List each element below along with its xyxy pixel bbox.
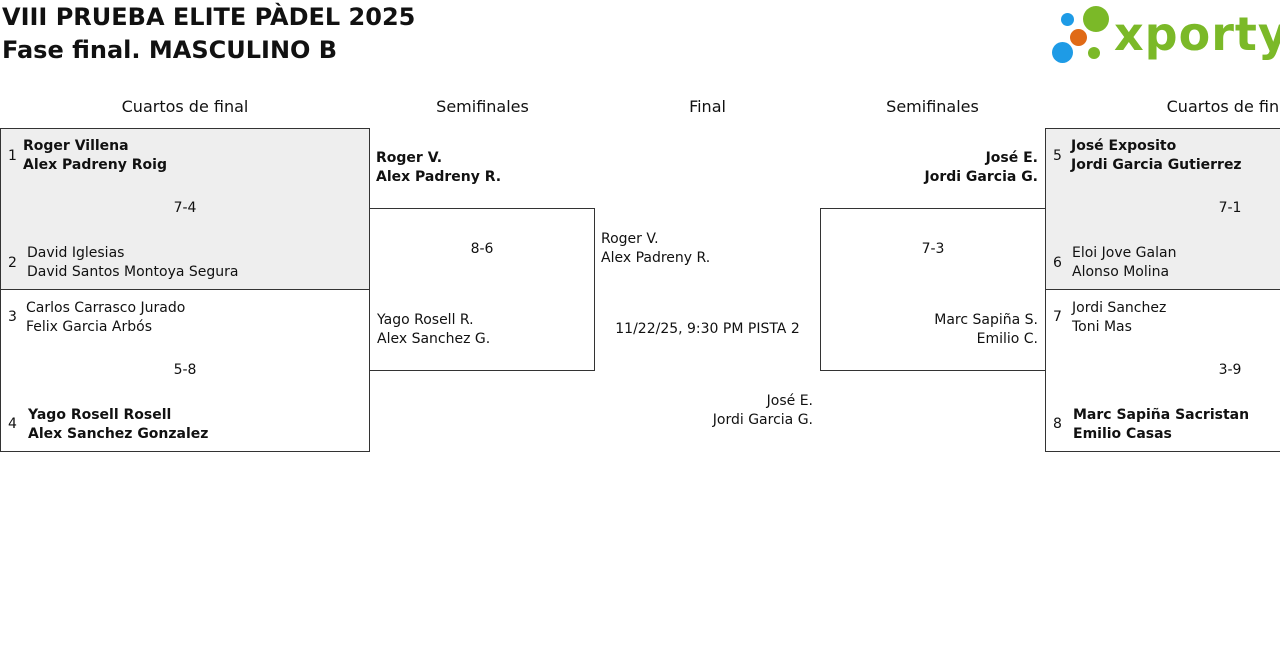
logo-dot-icon xyxy=(1070,29,1087,46)
logo-dot-icon xyxy=(1083,6,1109,32)
player-name: David Iglesias xyxy=(27,245,125,261)
seed-number: 2 xyxy=(8,255,17,271)
player-name: Yago Rosell R. xyxy=(377,312,474,328)
seed-number: 1 xyxy=(8,148,17,164)
player-name: Yago Rosell Rosell xyxy=(28,407,172,423)
player-name: Jordi Sanchez xyxy=(1072,300,1167,316)
player-name: Alex Padreny R. xyxy=(376,169,502,185)
player-name: Emilio C. xyxy=(976,331,1038,347)
match-score: 3-9 xyxy=(1218,362,1242,378)
seed-number: 7 xyxy=(1053,309,1062,325)
logo-wordmark: xporty xyxy=(1114,7,1280,61)
player-name: Jordi Garcia Gutierrez xyxy=(1071,157,1242,173)
player-name: Jordi Garcia G. xyxy=(712,412,813,428)
final-schedule: 11/22/25, 9:30 PM PISTA 2 xyxy=(615,321,800,337)
match-score: 7-4 xyxy=(173,200,197,216)
xporty-logo[interactable]: xporty xyxy=(1052,4,1280,66)
match-qf-4[interactable]: 7 Jordi Sanchez Toni Mas 3-9 8 Marc Sapi… xyxy=(1045,289,1280,452)
match-sf-right[interactable]: 7-3 Marc Sapiña S. Emilio C. xyxy=(820,208,1046,371)
seed-number: 3 xyxy=(8,309,17,325)
match-score: 5-8 xyxy=(173,362,197,378)
seed-number: 5 xyxy=(1053,148,1062,164)
round-header-sf-right: Semifinales xyxy=(886,97,979,116)
logo-dot-icon xyxy=(1061,13,1074,26)
player-name: Emilio Casas xyxy=(1073,426,1172,442)
match-score: 7-1 xyxy=(1218,200,1242,216)
round-header-qf-right: Cuartos de final xyxy=(1166,97,1280,116)
match-qf-1[interactable]: 1 Roger Villena Alex Padreny Roig 7-4 2 … xyxy=(0,128,370,290)
phase-subtitle: Fase final. MASCULINO B xyxy=(2,36,338,64)
player-name: Alex Padreny Roig xyxy=(23,157,167,173)
player-name: Alonso Molina xyxy=(1072,264,1170,280)
player-name: Carlos Carrasco Jurado xyxy=(26,300,186,316)
player-name: Eloi Jove Galan xyxy=(1072,245,1177,261)
player-name: José Exposito xyxy=(1071,138,1177,154)
match-sf-left[interactable]: 8-6 Yago Rosell R. Alex Sanchez G. xyxy=(369,208,595,371)
match-score: 8-6 xyxy=(470,241,494,257)
logo-dot-icon xyxy=(1088,47,1100,59)
player-name: José E. xyxy=(985,150,1038,166)
player-name: Felix Garcia Arbós xyxy=(26,319,152,335)
player-name: Roger Villena xyxy=(23,138,129,154)
player-name: Alex Padreny R. xyxy=(601,250,711,266)
match-qf-3[interactable]: 5 José Exposito Jordi Garcia Gutierrez 7… xyxy=(1045,128,1280,290)
player-name: Roger V. xyxy=(376,150,443,166)
seed-number: 6 xyxy=(1053,255,1062,271)
player-name: Alex Sanchez G. xyxy=(377,331,491,347)
player-name: Jordi Garcia G. xyxy=(924,169,1039,185)
player-name: Marc Sapiña Sacristan xyxy=(1073,407,1250,423)
player-name: Roger V. xyxy=(601,231,659,247)
player-name: José E. xyxy=(766,393,813,409)
player-name: Marc Sapiña S. xyxy=(934,312,1038,328)
event-title: VIII PRUEBA ELITE PÀDEL 2025 xyxy=(2,3,416,31)
player-name: Alex Sanchez Gonzalez xyxy=(28,426,209,442)
player-name: David Santos Montoya Segura xyxy=(27,264,239,280)
round-header-qf-left: Cuartos de final xyxy=(121,97,249,116)
seed-number: 8 xyxy=(1053,416,1062,432)
match-score: 7-3 xyxy=(921,241,945,257)
logo-dot-icon xyxy=(1052,42,1073,63)
seed-number: 4 xyxy=(8,416,17,432)
player-name: Toni Mas xyxy=(1072,319,1132,335)
round-header-final: Final xyxy=(689,97,726,116)
round-header-sf-left: Semifinales xyxy=(436,97,529,116)
match-qf-2[interactable]: 3 Carlos Carrasco Jurado Felix Garcia Ar… xyxy=(0,289,370,452)
